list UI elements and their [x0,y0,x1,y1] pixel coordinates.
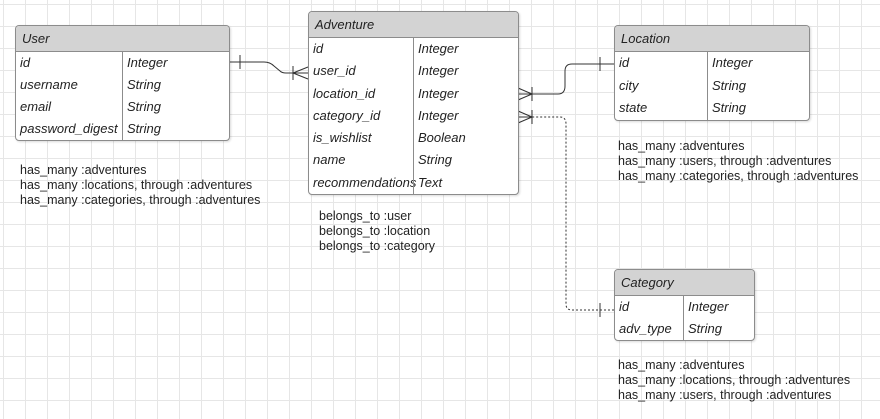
field-name: state [619,100,648,115]
user-field-row: email String [16,96,229,118]
field-name: password_digest [20,121,118,136]
field-type: String [712,100,746,115]
connector-category-adventure [532,116,614,311]
adventure-field-row: category_id Integer [309,105,518,127]
field-name: id [20,55,31,70]
field-type: String [712,77,746,93]
field-name: id [313,41,324,56]
field-type: Integer [418,41,459,56]
field-type: Integer [127,55,168,70]
adventure-field-row: is_wishlist Boolean [309,127,518,149]
user-field-row: id Integer [16,52,229,74]
category-field-row: adv_type String [615,318,754,340]
note-line: has_many :categories, through :adventure… [20,193,261,207]
user-entity-fields: id Integer username String email String … [16,52,229,140]
adventure-entity-fields: id Integer user_id Integer location_id I… [309,38,518,195]
adventure-field-row: location_id Integer [309,83,518,105]
field-name: id [619,55,630,70]
location-field-row: id Integer [615,52,809,75]
field-name: adv_type [619,321,672,336]
user-field-row: password_digest String [16,118,229,140]
field-name: city [619,77,639,93]
field-type: String [127,77,161,92]
field-name: email [20,99,52,114]
field-type: Integer [712,55,753,70]
user-field-row: username String [16,74,229,96]
note-line: belongs_to :location [319,224,431,238]
adventure-field-row: recommendations Text [309,172,518,194]
location-notes: has_many :adventures has_many :users, th… [618,139,858,184]
note-line: has_many :adventures [20,163,147,177]
note-line: has_many :adventures [618,139,745,153]
adventure-field-row: user_id Integer [309,60,518,82]
category-entity-fields: id Integer adv_type String [615,296,754,340]
field-type: Integer [418,63,459,79]
adventure-notes: belongs_to :user belongs_to :location be… [319,209,435,254]
field-type: String [418,152,452,168]
adventure-entity-title: Adventure [309,12,518,38]
field-type: Integer [418,85,459,101]
field-type: String [127,99,161,114]
field-name: recommendations [313,174,417,190]
adventure-field-row: name String [309,149,518,171]
location-entity-fields: id Integer city String state String [615,52,809,120]
connector-location-adventure [518,63,614,95]
category-entity-title: Category [615,270,754,296]
field-name: is_wishlist [313,130,372,146]
user-notes: has_many :adventures has_many :locations… [20,163,260,208]
note-line: has_many :users, through :adventures [618,388,832,402]
note-line: has_many :locations, through :adventures [20,178,253,192]
category-entity[interactable]: Category id Integer adv_type String [614,269,755,341]
field-name: id [619,299,630,314]
adventure-field-row: id Integer [309,38,518,60]
field-type: Boolean [418,130,466,146]
field-name: user_id [313,63,356,79]
note-line: belongs_to :category [319,239,436,253]
location-field-row: city String [615,75,809,98]
field-type: Text [418,174,443,190]
note-line: has_many :users, through :adventures [618,154,832,168]
adventure-entity[interactable]: Adventure id Integer user_id Integer loc… [308,11,519,196]
note-line: belongs_to :user [319,209,412,223]
connector-user-adventure [228,61,308,74]
field-name: username [20,77,78,92]
note-line: has_many :categories, through :adventure… [618,169,859,183]
category-field-row: id Integer [615,296,754,318]
location-entity[interactable]: Location id Integer city String state St… [614,25,810,121]
user-entity-title: User [16,26,229,52]
field-name: location_id [313,85,376,101]
field-name: category_id [313,107,381,123]
field-type: Integer [688,299,729,314]
field-type: String [688,321,722,336]
location-field-row: state String [615,97,809,120]
category-notes: has_many :adventures has_many :locations… [618,358,850,403]
field-type: Integer [418,107,459,123]
note-line: has_many :locations, through :adventures [618,373,851,387]
user-entity[interactable]: User id Integer username String email St… [15,25,230,141]
field-type: String [127,121,161,136]
location-entity-title: Location [615,26,809,52]
field-name: name [313,152,346,168]
note-line: has_many :adventures [618,358,745,372]
